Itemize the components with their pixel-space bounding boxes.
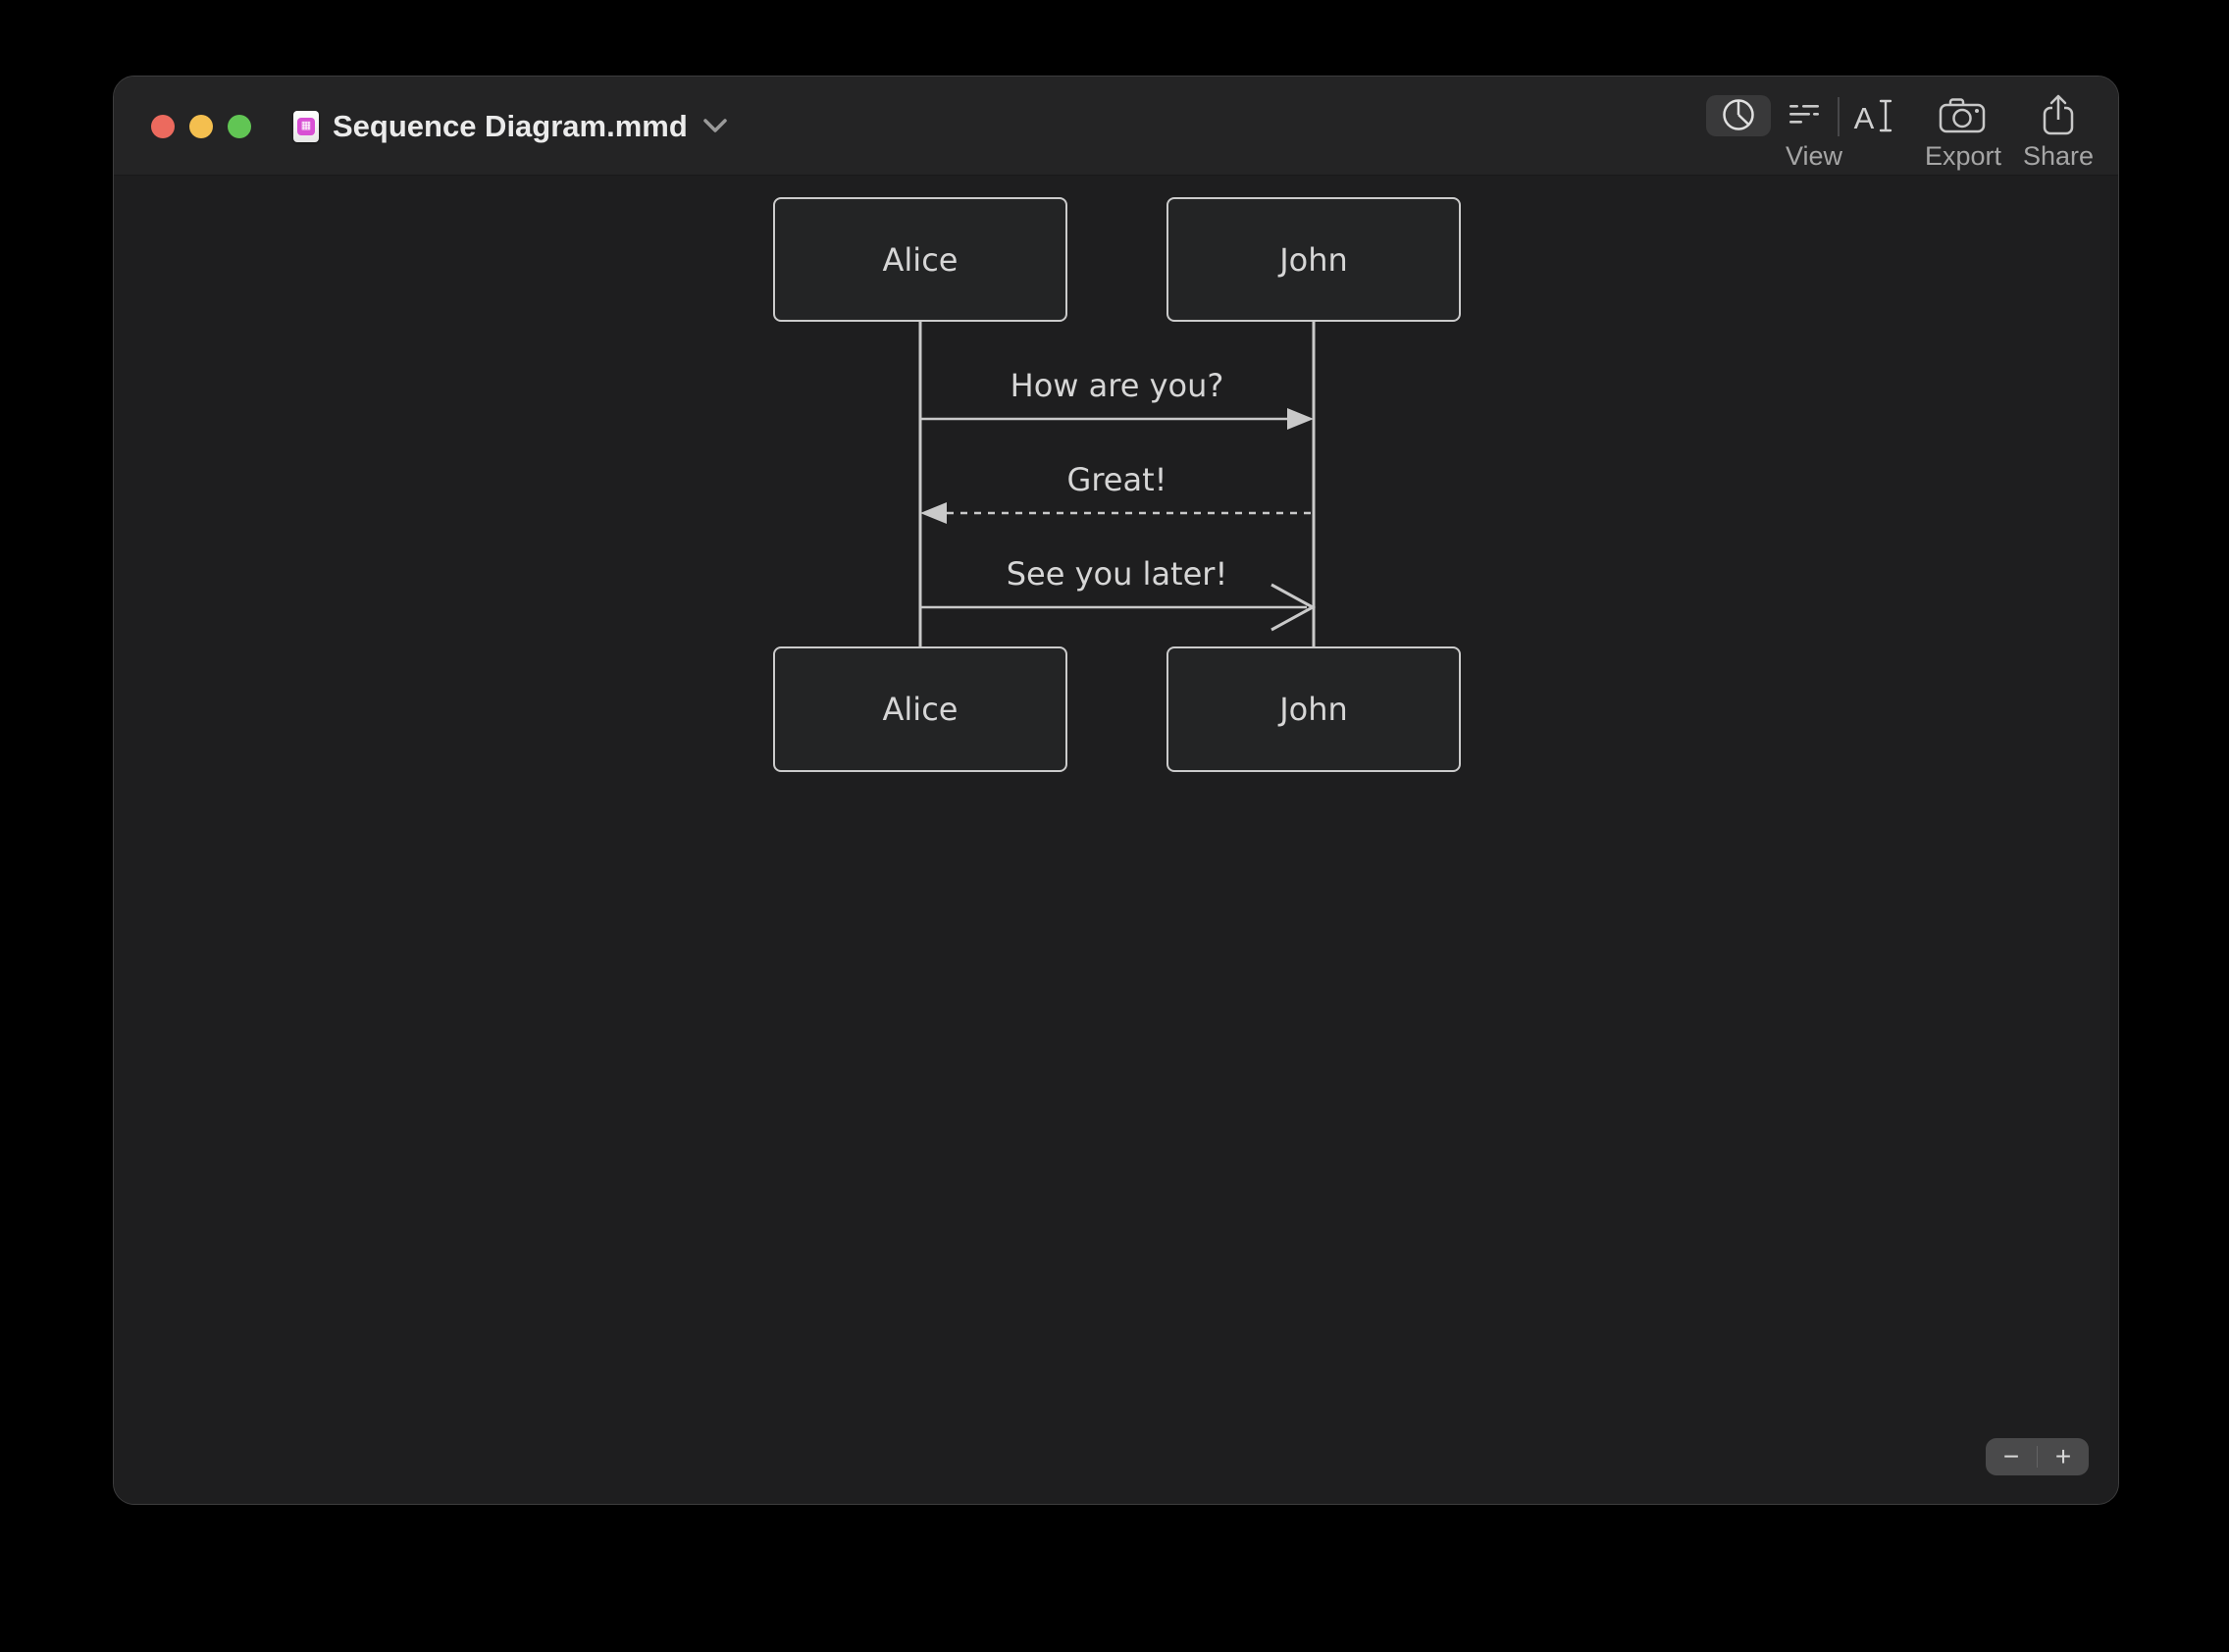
zoom-out-button[interactable]: − (1986, 1438, 2037, 1475)
text-edit-button[interactable]: A (1844, 95, 1903, 136)
text-cursor-icon: A (1854, 98, 1894, 133)
window-title: Sequence Diagram.mmd (333, 108, 688, 143)
actor-box-john-bottom: John (1166, 646, 1461, 772)
fullscreen-button[interactable] (228, 115, 251, 138)
minimize-button[interactable] (189, 115, 213, 138)
arrowhead-filled-right (1287, 408, 1314, 430)
arrowhead-open-right (1270, 583, 1317, 632)
diagram-view-button[interactable] (1706, 95, 1771, 136)
window-titlebar: ▦ Sequence Diagram.mmd (114, 77, 2118, 176)
zoom-divider (2037, 1446, 2038, 1468)
sequence-diagram-graphics (918, 322, 1317, 646)
export-button[interactable] (1930, 95, 1995, 136)
actor-box-john-top: John (1166, 197, 1461, 322)
mermaid-document-icon: ▦ (293, 110, 319, 142)
zoom-controls: − + (1986, 1438, 2089, 1475)
message-label-3: See you later! (1006, 555, 1228, 593)
share-icon (2039, 92, 2078, 140)
zoom-in-button[interactable]: + (2038, 1438, 2089, 1475)
editor-view-button[interactable] (1775, 95, 1834, 136)
mermaid-glyph: ▦ (300, 120, 312, 131)
actor-box-alice-bottom: Alice (773, 646, 1067, 772)
share-label: Share (2022, 141, 2095, 171)
camera-icon (1938, 95, 1987, 137)
close-button[interactable] (151, 115, 175, 138)
chevron-down-icon[interactable] (703, 119, 727, 133)
title-group: ▦ Sequence Diagram.mmd (293, 77, 727, 176)
view-label: View (1785, 141, 1843, 171)
message-label-1: How are you? (1010, 367, 1224, 404)
arrowhead-filled-left (920, 502, 947, 524)
pie-chart-icon (1721, 97, 1756, 135)
share-button[interactable] (2026, 94, 2091, 136)
export-label: Export (1924, 141, 2002, 171)
text-lines-icon (1788, 103, 1820, 129)
app-window: ▦ Sequence Diagram.mmd (113, 76, 2119, 1505)
message-label-2: Great! (1066, 461, 1167, 498)
diagram-canvas[interactable]: Alice John Alice John How are you? Great… (114, 176, 2118, 1504)
actor-box-alice-top: Alice (773, 197, 1067, 322)
toolbar-divider (1838, 97, 1840, 136)
